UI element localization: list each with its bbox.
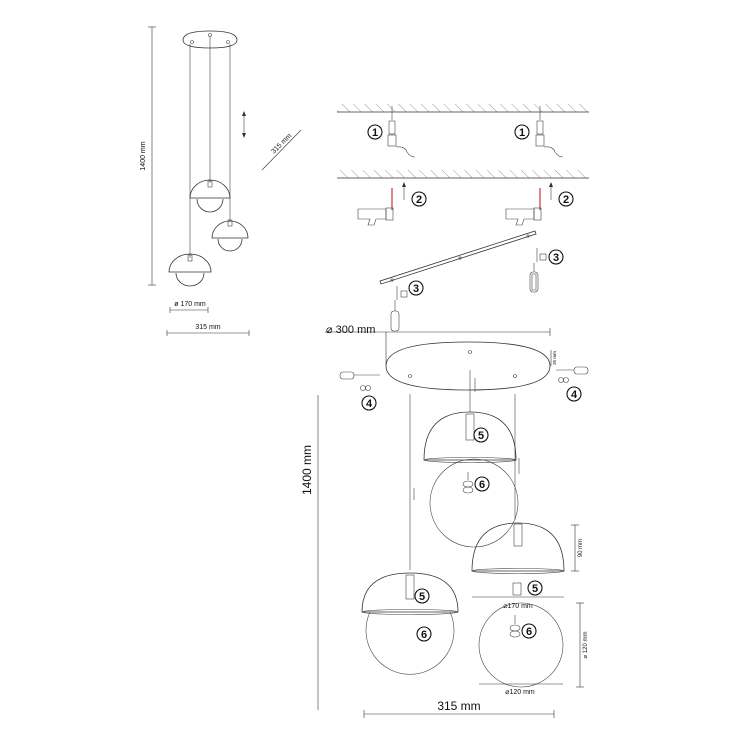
canopy	[385, 341, 551, 391]
globe-height-label: ⌀ 120 mm	[583, 632, 589, 659]
cable-clamp-icon	[339, 371, 380, 391]
overview-drawing: 1400 mm	[140, 26, 302, 336]
screw-icon	[390, 286, 408, 332]
step-badge	[408, 280, 424, 296]
step-number: 4	[571, 389, 578, 401]
step-number: 5	[419, 591, 425, 603]
overview-height-label: 1400 mm	[140, 141, 147, 170]
overview-diagonal-dimension-line	[261, 129, 302, 171]
overview-canopy	[182, 30, 238, 49]
screw-anchor-icon	[535, 106, 564, 158]
assembly-height-label: 1400 mm	[300, 445, 314, 495]
step-badge	[414, 588, 430, 604]
assembly-drawing: ⌀ 300 mm 35 mm 4 4 1400 mm	[300, 324, 589, 718]
step-number: 4	[366, 398, 373, 410]
overview-width-label: 315 mm	[195, 324, 220, 331]
assembly-width-label: 315 mm	[437, 699, 480, 713]
overview-diagonal-label: 315 mm	[271, 132, 294, 155]
lamp-holder-icon	[405, 574, 415, 600]
step-number: 6	[479, 479, 485, 491]
overview-lamp	[168, 253, 212, 287]
lamp-holder-icon	[465, 413, 475, 441]
overview-lamp	[189, 179, 231, 213]
step-number: 3	[413, 283, 419, 295]
step-badge	[473, 427, 489, 443]
bulb-socket-icon	[509, 624, 521, 632]
canopy-depth-label: 35 mm	[552, 351, 557, 365]
overview-lamp	[211, 219, 249, 252]
glass-globe	[478, 602, 564, 688]
step-number: 1	[372, 127, 378, 139]
step-badge	[521, 623, 537, 639]
step-badge	[411, 191, 427, 207]
glass-globe	[365, 611, 455, 675]
canopy-diameter-label: ⌀ 300 mm	[326, 324, 375, 336]
step-number: 3	[553, 252, 559, 264]
step-badge	[416, 626, 432, 642]
step-badge	[558, 191, 574, 207]
glass-globe	[429, 458, 519, 548]
step-badge	[548, 249, 564, 265]
overview-shade-diameter-label: ø 170 mm	[174, 301, 206, 308]
cable-clamp-icon	[556, 366, 589, 383]
bulb-socket-icon	[462, 480, 474, 488]
shade-diameter-label: ⌀170 mm	[503, 603, 533, 610]
drill-icon	[505, 182, 553, 226]
screw-anchor-icon	[387, 106, 416, 158]
lamp-shade	[423, 411, 517, 463]
drill-icon	[357, 182, 406, 226]
lamp-shade	[471, 522, 565, 596]
ceiling-mounting-drawing: 1 1 2 2	[337, 104, 589, 332]
step-number: 5	[532, 583, 538, 595]
step-badge	[566, 386, 582, 402]
mounting-bar	[379, 230, 537, 285]
step-badge	[361, 395, 377, 411]
step-number: 6	[526, 626, 532, 638]
step-badge	[367, 124, 383, 140]
step-number: 2	[416, 194, 422, 206]
step-badge	[527, 580, 543, 596]
step-number: 5	[478, 430, 484, 442]
lamp-holder-icon	[513, 523, 523, 547]
lamp-shade	[361, 572, 459, 615]
step-number: 6	[421, 629, 427, 641]
shade-height-label: 90 mm	[578, 539, 584, 557]
step-badge	[474, 476, 490, 492]
step-number: 1	[519, 127, 525, 139]
step-number: 2	[563, 194, 569, 206]
step-badge	[514, 124, 530, 140]
globe-diameter-label: ⌀120 mm	[505, 689, 535, 696]
screw-icon	[529, 248, 547, 293]
